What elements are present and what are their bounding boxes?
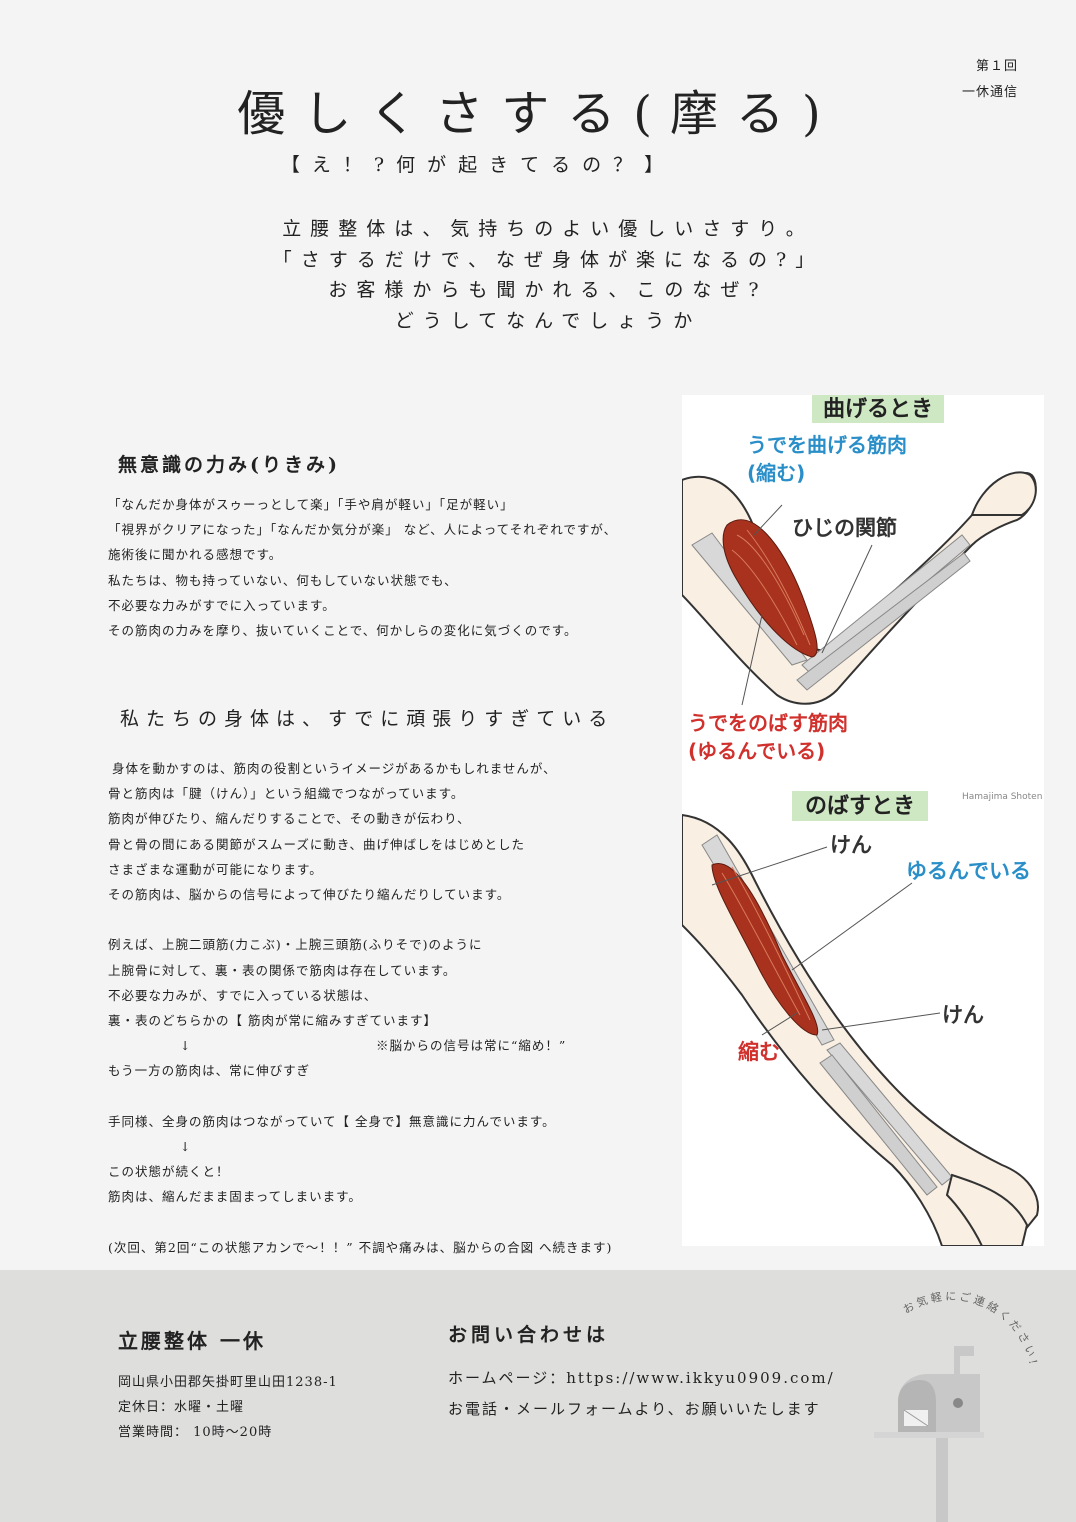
text-line: 「視界がクリアになった」「なんだか気分が楽」 など、人によってそれぞれですが、	[108, 522, 618, 538]
down-arrow-icon: ↓	[180, 1038, 192, 1054]
homepage-link[interactable]: ホームページ：https://www.ikkyu0909.com/	[448, 1369, 835, 1387]
extend-muscle-state: (ゆるんでいる)	[688, 739, 825, 763]
text-line: 裏・表のどちらかの【 筋肉が常に縮みすぎています】	[108, 1013, 437, 1029]
contact-info: ホームページ：https://www.ikkyu0909.com/ お電話・メー…	[448, 1363, 835, 1425]
arrow-note-line: ↓ ※脳からの信号は常に“縮め！”	[108, 1033, 688, 1058]
svg-text:お気軽にご連絡ください!: お気軽にご連絡ください!	[901, 1292, 1040, 1368]
clinic-hours: 営業時間： 10時～20時	[118, 1425, 273, 1440]
clinic-address: 岡山県小田郡矢掛町里山田1238-1	[118, 1375, 338, 1390]
relaxed-label: ゆるんでいる	[906, 859, 1031, 883]
bend-muscle-label: うでを曲げる筋肉	[747, 433, 907, 457]
text-line: 不必要な力みがすでに入っています。	[108, 597, 336, 613]
extend-muscle-label: うでをのばす筋肉	[688, 711, 848, 735]
intro-line: お客様からも聞かれる、このなぜ?	[328, 279, 768, 301]
signal-note: ※脳からの信号は常に“縮め！”	[376, 1038, 567, 1054]
mailbox-icon: お気軽にご連絡ください!	[874, 1292, 1040, 1522]
intro-text: 立腰整体は、気持ちのよい優しいさすり。 「さするだけで、なぜ身体が楽になるの?」…	[0, 214, 1076, 336]
text-line: 例えば、上腕二頭筋(力こぶ)・上腕三頭筋(ふりそで)のように	[108, 937, 483, 953]
text-line: 筋肉は、縮んだまま固まってしまいます。	[108, 1189, 362, 1205]
text-line: その筋肉は、脳からの信号によって伸びたり縮んだりしています。	[108, 887, 511, 903]
intro-line: 立腰整体は、気持ちのよい優しいさすり。	[282, 218, 814, 240]
text-line: 手同様、全身の筋肉はつながっていて【 全身で】無意識に力んでいます。	[108, 1113, 556, 1129]
straight-arm-drawing	[682, 813, 1039, 1246]
section2-heading: 私たちの身体は、すでに頑張りすぎている	[120, 708, 615, 730]
contract-label: 縮む	[738, 1040, 780, 1064]
contact-heading: お問い合わせは	[448, 1324, 610, 1346]
issue-label: 第１回 一休通信	[962, 54, 1018, 106]
elbow-label: ひじの関節	[792, 516, 897, 540]
bend-muscle-state: (縮む)	[747, 461, 805, 485]
page-title: 優しくさする(摩る)	[237, 86, 839, 142]
down-arrow-icon: ↓	[180, 1139, 192, 1154]
stretch-title-badge	[792, 791, 928, 821]
section1-heading: 無意識の力み(りきみ)	[118, 454, 340, 476]
text-line: さまざまな運動が可能になります。	[108, 861, 323, 877]
stretch-title: のばすとき	[805, 794, 915, 819]
text-line: 筋肉が伸びたり、縮んだりすることで、その動きが伝わり、	[108, 811, 471, 827]
arm-muscle-illustration: 曲げるとき うでを曲げる筋肉 (縮む) ひじの関節 うでをのばす筋肉 (ゆるんで…	[682, 395, 1044, 1246]
bent-arm-drawing	[682, 471, 1037, 706]
section2-body: 身体を動かすのは、筋肉の役割というイメージがあるかもしれませんが、 骨と筋肉は「…	[108, 756, 688, 1260]
clinic-name: 立腰整体 一休	[118, 1329, 266, 1353]
text-line: その筋肉の力みを摩り、抜いていくことで、何かしらの変化に気づくのです。	[108, 623, 578, 639]
text-line: 骨と筋肉は「腱（けん）」という組織でつながっています。	[108, 786, 465, 802]
text-line: もう一方の筋肉は、常に伸びすぎ	[108, 1063, 311, 1079]
contact-note: お電話・メールフォームより、お願いいたします	[448, 1400, 821, 1418]
next-issue-note: (次回、第2回“この状態アカンで～！！” 不調や痛みは、脳からの合図 へ続きます…	[108, 1239, 613, 1255]
text-line: 私たちは、物も持っていない、何もしていない状態でも、	[108, 572, 458, 588]
issue-number: 第１回	[975, 59, 1018, 74]
tendon-label-top: けん	[830, 833, 872, 857]
clinic-closed-days: 定休日：水曜・土曜	[118, 1400, 245, 1415]
text-line: 不必要な力みが、すでに入っている状態は、	[108, 987, 378, 1003]
tendon-label-bottom: けん	[942, 1003, 984, 1027]
arrow-line: ↓	[108, 1134, 688, 1159]
intro-line: どうしてなんでしょうか	[394, 309, 702, 332]
text-line: この状態が続くと！	[108, 1164, 230, 1180]
issue-series: 一休通信	[961, 85, 1018, 100]
section1-body: 「なんだか身体がスゥーっとして楽」「手や肩が軽い」「足が軽い」 「視界がクリアに…	[108, 492, 688, 643]
clinic-info: 岡山県小田郡矢掛町里山田1238-1 定休日：水曜・土曜 営業時間： 10時～2…	[118, 1370, 338, 1445]
text-line: 身体を動かすのは、筋肉の役割というイメージがあるかもしれませんが、	[112, 761, 557, 776]
text-line: 骨と骨の間にある関節がスムーズに動き、曲げ伸ばしをはじめとした	[108, 836, 526, 852]
bend-title: 曲げるとき	[823, 397, 933, 422]
footer	[0, 1270, 1076, 1522]
text-line: 施術後に聞かれる感想です。	[108, 547, 283, 563]
illustration-credit: Hamajima Shoten	[962, 792, 1042, 802]
text-line: 上腕骨に対して、裏・表の関係で筋肉は存在しています。	[108, 962, 457, 978]
text-line: 「なんだか身体がスゥーっとして楽」「手や肩が軽い」「足が軽い」	[108, 497, 514, 512]
intro-line: 「さするだけで、なぜ身体が楽になるの?」	[272, 248, 824, 271]
page-subtitle: 【え！?何が起きてるの？】	[280, 154, 676, 176]
contact-badge-text: お気軽にご連絡ください!	[901, 1292, 1037, 1368]
bend-title-badge	[812, 395, 944, 423]
